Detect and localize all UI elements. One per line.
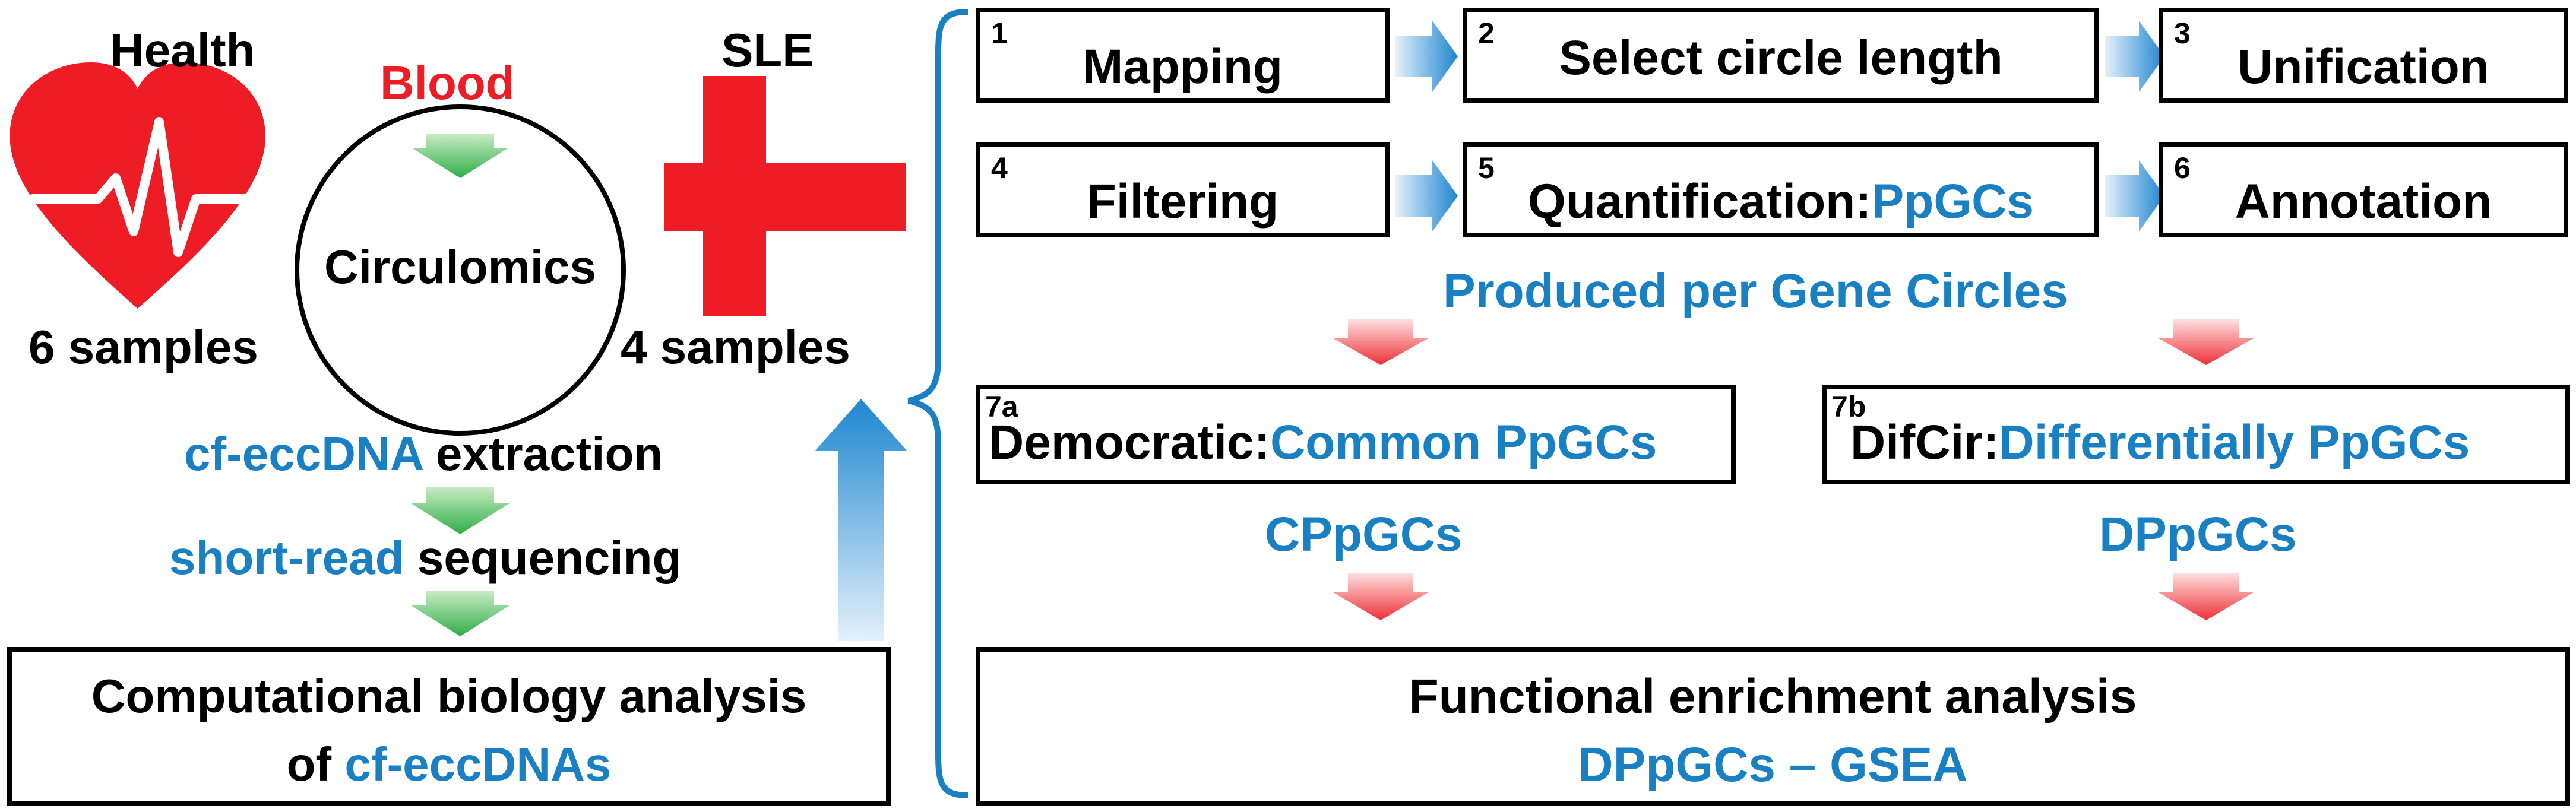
- cppgcs-label: CPpGCs: [1265, 508, 1463, 562]
- step-label-text: DifCir:: [1850, 415, 1999, 470]
- step-label-highlight: Common PpGCs: [1270, 415, 1657, 470]
- step-number: 6: [2174, 151, 2191, 185]
- sle-samples-count: 4 samples: [621, 321, 850, 373]
- step-number: 4: [991, 151, 1008, 185]
- enrichment-title: Functional enrichment analysis: [1409, 670, 2137, 724]
- health-label: Health: [110, 24, 255, 77]
- extraction-highlight: cf-eccDNA: [184, 427, 423, 480]
- down-arrow-icon: [1333, 573, 1428, 620]
- step-label: Select circle length: [1559, 31, 2003, 85]
- cross-icon: [664, 76, 906, 316]
- extraction-step: cf-eccDNA extraction: [184, 430, 663, 478]
- heart-icon: [10, 62, 266, 309]
- extraction-rest: extraction: [422, 427, 663, 480]
- step-number: 3: [2174, 17, 2191, 50]
- step-label: DifCir: Differentially PpGCs: [1827, 406, 2565, 480]
- down-arrow-icon: [411, 591, 509, 636]
- step-5-quantification: 5 Quantification: PpGCs: [1463, 142, 2099, 237]
- curly-brace: [907, 9, 969, 798]
- step-2-select-circle-length: 2 Select circle length: [1463, 8, 2099, 103]
- circulomics-circle: [295, 104, 626, 436]
- right-arrow-icon: [1395, 160, 1458, 231]
- blood-label: Blood: [380, 56, 515, 109]
- step-label-highlight: PpGCs: [1871, 175, 2034, 229]
- step-1-mapping: 1 Mapping: [976, 8, 1390, 103]
- ppgc-caption: Produced per Gene Circles: [1443, 264, 2068, 318]
- step-number: 7a: [985, 390, 1018, 423]
- sle-label: SLE: [721, 24, 814, 77]
- sequencing-highlight: short-read: [169, 531, 404, 584]
- down-arrow-icon: [2159, 573, 2254, 620]
- step-7a-democratic: 7a Democratic: Common PpGCs: [976, 385, 1736, 484]
- analysis-line1: Computational biology analysis: [91, 670, 807, 722]
- down-arrow-icon: [411, 487, 509, 534]
- dppgcs-label: DPpGCs: [2099, 508, 2297, 562]
- health-samples-count: 6 samples: [29, 321, 258, 373]
- analysis-line2: of cf-eccDNAs: [12, 741, 886, 788]
- step-label: Quantification: PpGCs: [1467, 171, 2094, 233]
- down-arrow-icon: [1333, 319, 1428, 365]
- analysis-line2-prefix: of: [286, 738, 345, 791]
- right-arrow-icon: [2105, 160, 2164, 231]
- right-arrow-icon: [2105, 21, 2164, 92]
- down-arrow-icon: [2159, 319, 2254, 365]
- circulomics-label: Circulomics: [324, 240, 596, 293]
- enrichment-subtitle: DPpGCs – GSEA: [1578, 738, 1968, 792]
- step-label-text: Quantification:: [1528, 175, 1872, 229]
- step-label-text: Democratic:: [989, 415, 1270, 470]
- sequencing-rest: sequencing: [404, 531, 682, 584]
- step-label: Filtering: [1086, 175, 1279, 229]
- right-arrow-icon: [1395, 21, 1458, 92]
- step-number: 7b: [1831, 390, 1866, 423]
- step-label: Democratic: Common PpGCs: [980, 406, 1731, 480]
- step-7b-difcir: 7b DifCir: Differentially PpGCs: [1822, 385, 2570, 484]
- step-label: Annotation: [2235, 175, 2492, 229]
- step-label-highlight: Differentially PpGCs: [1999, 415, 2470, 470]
- step-number: 5: [1478, 151, 1495, 185]
- step-number: 2: [1478, 17, 1495, 50]
- step-label: Mapping: [1082, 40, 1283, 94]
- step-6-annotation: 6 Annotation: [2159, 142, 2568, 237]
- sequencing-step: short-read sequencing: [169, 534, 681, 582]
- step-label: Unification: [2238, 40, 2489, 94]
- analysis-line2-highlight: cf-eccDNAs: [344, 738, 612, 791]
- enrichment-box: Functional enrichment analysis DPpGCs – …: [976, 647, 2570, 806]
- up-arrow-icon: [815, 399, 907, 641]
- down-arrow-icon: [413, 134, 508, 178]
- step-number: 1: [991, 17, 1008, 50]
- analysis-box: Computational biology analysis of cf-ecc…: [7, 647, 891, 806]
- step-3-unification: 3 Unification: [2159, 8, 2568, 103]
- step-4-filtering: 4 Filtering: [976, 142, 1390, 237]
